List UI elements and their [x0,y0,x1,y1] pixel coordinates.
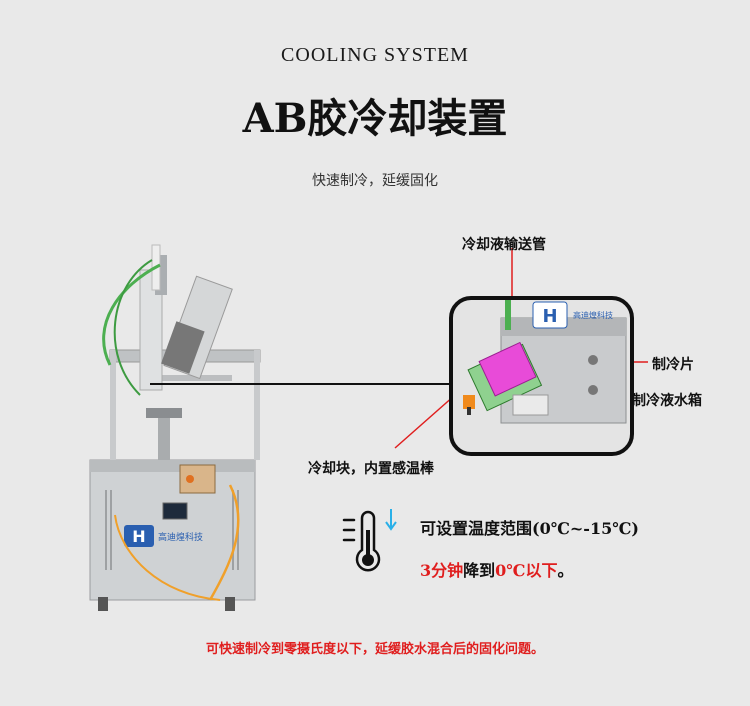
cabinet-logo-text: 高迪煌科技 [158,531,203,543]
tagline: 快速制冷，延缓固化 [312,173,438,189]
spec-time-end: 。 [557,561,574,580]
footer-note: 可快速制冷到零摄氏度以下，延缓胶水混合后的固化问题。 [205,642,544,657]
down-arrow-icon [385,509,397,531]
label-coolant-tank: 制冷液水箱 [632,393,702,409]
spec-temperature-prefix: 可设置温度范围 [420,519,533,538]
spec-time-value: 3分钟 [420,561,464,580]
label-cooling-block: 冷却块，内置感温棒 [308,461,434,477]
zoom-logo-letter: H [542,306,557,327]
spec-time-target: 0℃以下 [495,561,558,580]
cooling-module-illustration: H 高迪煌科技 [463,300,627,424]
spec-temperature-range: (0℃~-15℃) [532,519,639,538]
svg-text:H: H [132,527,145,546]
zoom-detail-box: H 高迪煌科技 [449,296,634,456]
spec-cooling-time: 3分钟降到0℃以下。 [420,557,573,581]
thermometer-icon [342,510,381,572]
spec-temperature: 可设置温度范围(0℃~-15℃) [420,515,639,539]
subtitle-en: COOLING SYSTEM [281,44,469,66]
spec-time-mid: 降到 [463,561,496,580]
zoom-logo-text: 高迪煌科技 [573,310,613,320]
label-coolant-pipe: 冷却液输送管 [462,237,546,253]
dispensing-machine-illustration: H 高迪煌科技 [89,244,261,611]
page-title: AB胶冷却装置 [242,95,508,142]
cabinet-logo: H [124,525,154,547]
label-cooling-plate: 制冷片 [652,357,694,373]
